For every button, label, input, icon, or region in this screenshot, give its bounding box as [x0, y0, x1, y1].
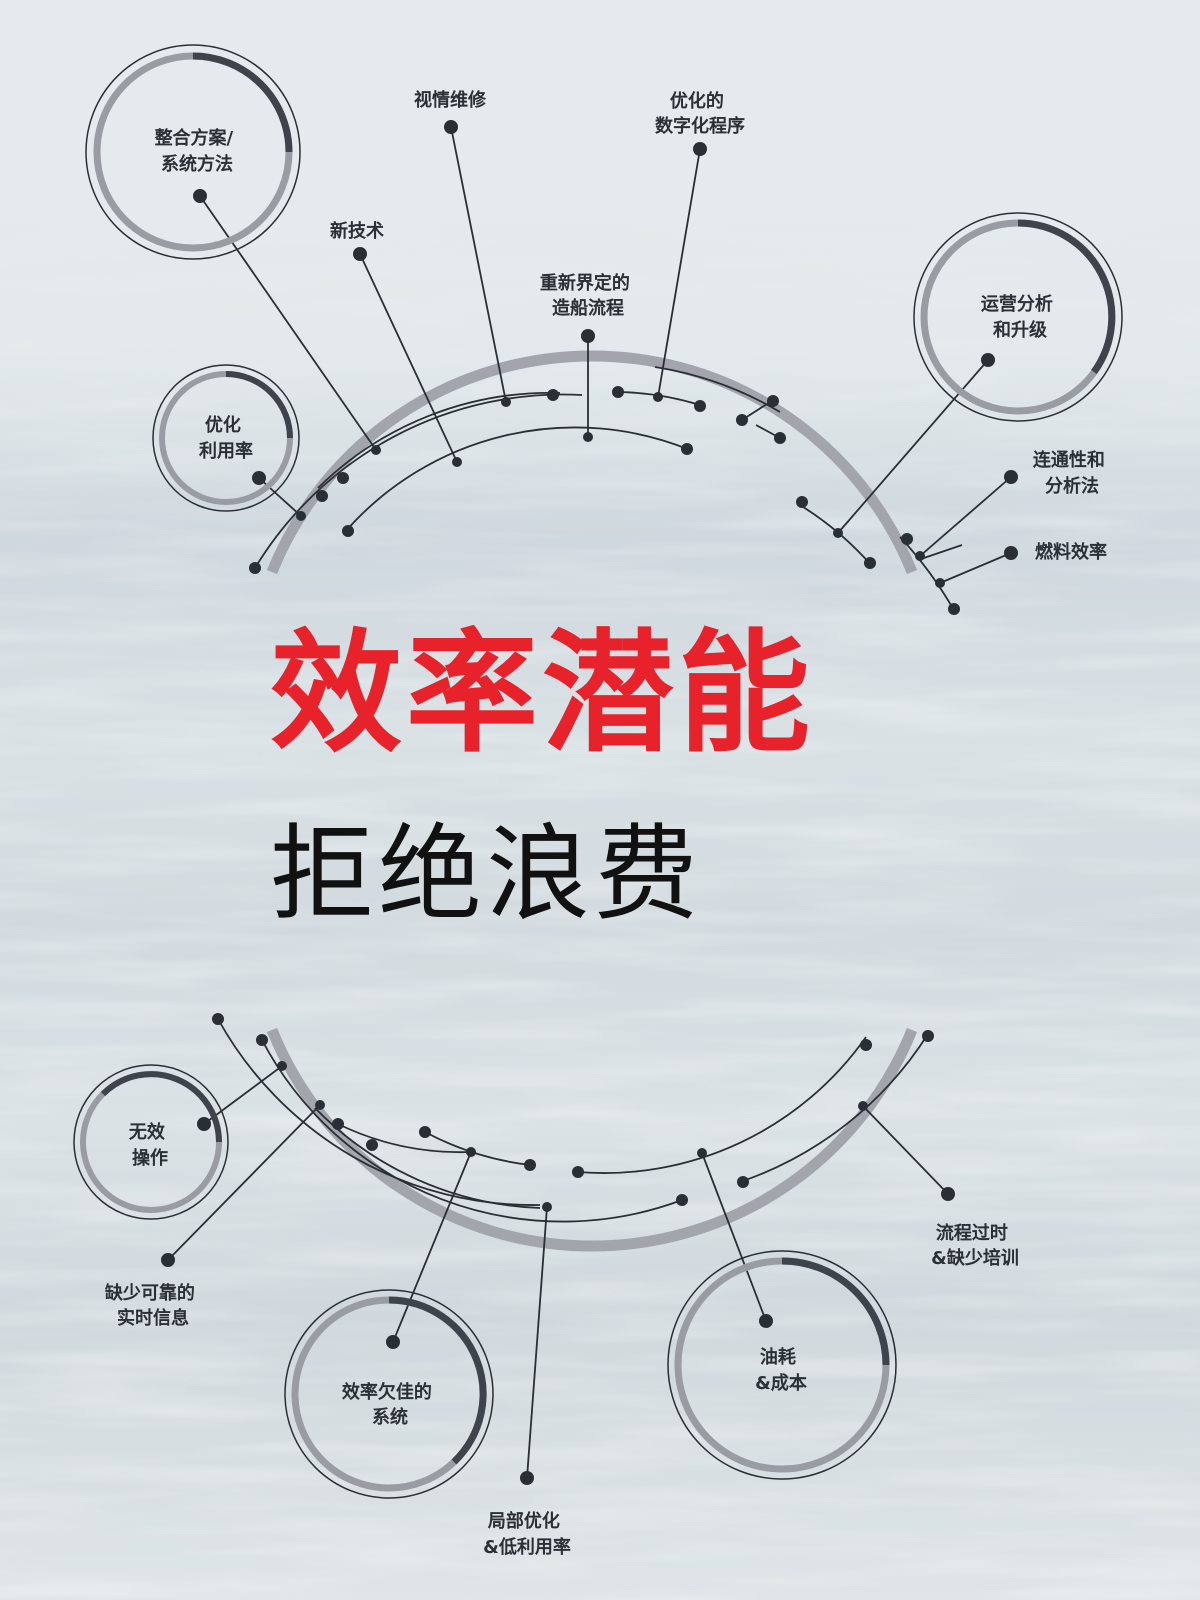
bottom-main-arc: [266, 1027, 918, 1252]
label-outdated-process: 流程过时 &缺少培训: [931, 1222, 1019, 1269]
label-new-technology: 新技术: [330, 220, 384, 242]
label-inefficient-system: 效率欠佳的 系统: [342, 1381, 438, 1428]
bottom-arc-network: [161, 1013, 955, 1485]
bottom-connectors: [167, 1065, 949, 1479]
label-no-realtime-info: 缺少可靠的 实时信息: [104, 1282, 201, 1329]
label-condition-maintenance: 视情维修: [414, 89, 487, 111]
subtitle: 拒绝浪费: [270, 813, 703, 935]
label-connectivity: 连通性和 分析法: [1033, 449, 1111, 497]
ring-ineffective: [73, 1064, 229, 1220]
ring-integrated: [85, 44, 301, 260]
top-dots: [193, 120, 1018, 615]
main-title: 效率潜能: [270, 617, 814, 771]
ring-utilization: [152, 364, 300, 512]
label-integrated: 整合方案/ 系统方法: [154, 127, 240, 175]
top-arc-network: [193, 120, 1018, 615]
top-thin-arcs: [254, 366, 956, 613]
label-ineffective-ops: 无效 操作: [129, 1121, 171, 1169]
label-utilization: 优化 利用率: [199, 414, 253, 462]
ring-fuel-cost: [667, 1250, 897, 1480]
label-shipbuilding-process: 重新界定的 造船流程: [540, 272, 636, 319]
label-local-optimization: 局部优化 &低利用率: [483, 1510, 571, 1558]
ring-ops: [913, 212, 1123, 422]
label-digital-process: 优化的 数字化程序: [655, 90, 745, 137]
label-fuel-efficiency: 燃料效率: [1035, 541, 1107, 563]
label-fuel-cost: 油耗 &成本: [755, 1346, 807, 1394]
label-ops-analysis: 运营分析 和升级: [981, 293, 1059, 341]
ring-inefficient-system: [284, 1289, 494, 1499]
bottom-dots: [161, 1013, 955, 1485]
top-main-arc: [266, 350, 918, 575]
